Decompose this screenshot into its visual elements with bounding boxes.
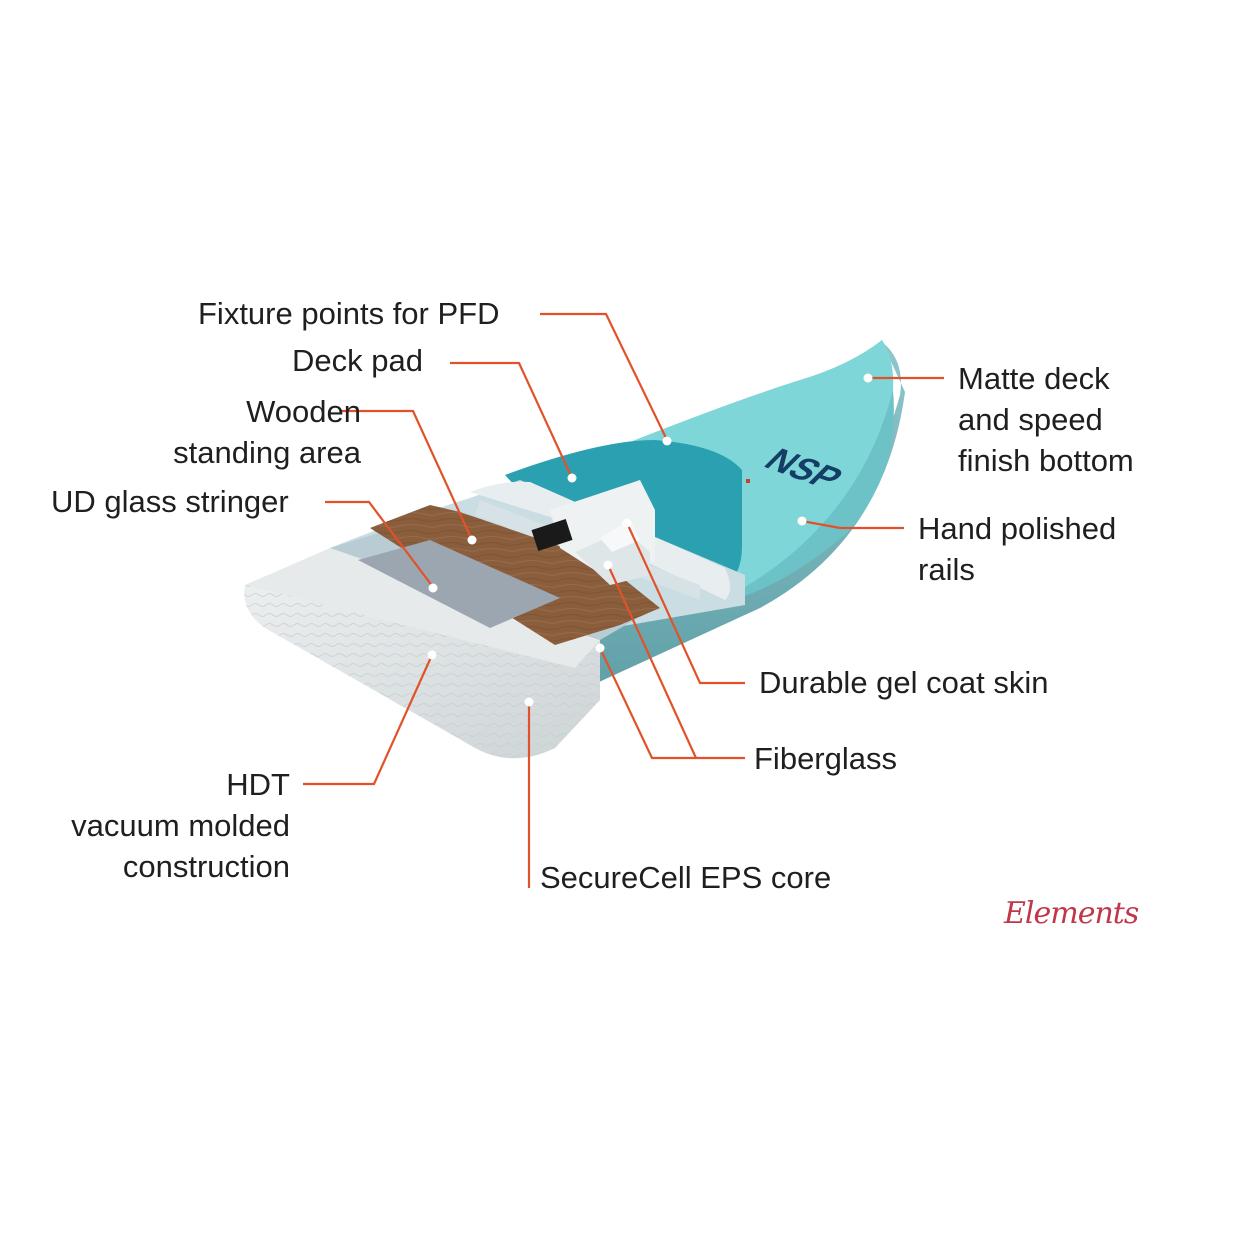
leader-hdt [303,654,434,786]
leader-fiberglass-b [599,647,696,760]
handle-slot [531,518,573,552]
ud-glass-stringer [358,540,560,628]
label-matte-deck: Matte deck and speed finish bottom [958,361,1134,478]
gel-coat-band [470,481,730,600]
label-hdt: HDT vacuum molded construction [71,767,290,884]
label-ud-glass-stringer: UD glass stringer [51,484,289,519]
leader-fixture-points [540,312,668,441]
leader-deck-pad [450,361,573,479]
leader-dots [427,373,873,707]
leader-wooden [340,409,474,541]
label-eps-core: SecureCell EPS core [540,860,832,895]
brand-signature: Elements [1004,896,1139,931]
label-durable-gel-coat: Durable gel coat skin [759,665,1049,700]
board-deck-shadow [740,390,894,596]
fixture-point-mark [746,479,750,483]
leader-ud-stringer [325,500,434,588]
wooden-standing-area-grain [370,505,660,645]
label-deck-pad: Deck pad [292,343,423,378]
label-fixture-points: Fixture points for PFD [198,296,500,331]
eps-core-top [245,548,600,668]
label-hand-polished-rails: Hand polished rails [918,511,1117,587]
leader-gel-coat [625,522,745,685]
leader-lines [303,312,944,888]
label-fiberglass: Fiberglass [754,741,897,776]
leader-rails [801,519,904,530]
label-wooden-standing-area: Wooden standing area [173,394,361,470]
